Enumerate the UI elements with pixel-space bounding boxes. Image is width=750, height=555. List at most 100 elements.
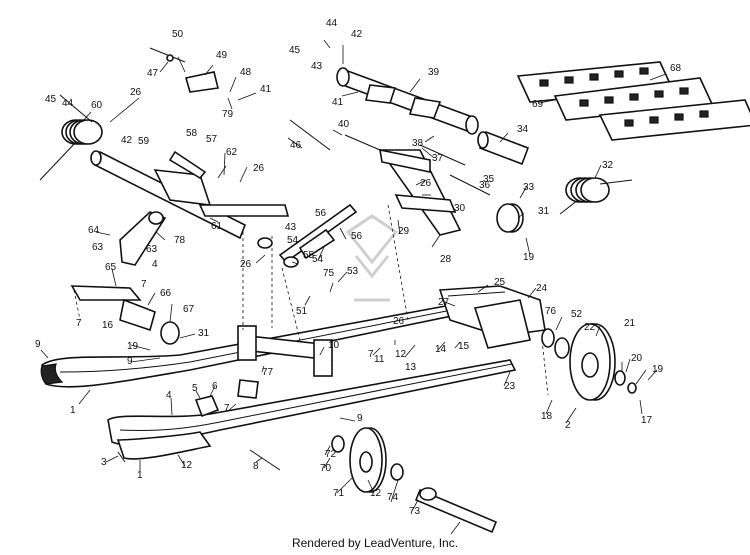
part-callout-44: 44 <box>326 18 338 29</box>
part-callout-51: 51 <box>296 306 308 317</box>
part-callout-14: 14 <box>435 344 447 355</box>
part-callout-9: 9 <box>35 339 41 350</box>
rear-arm <box>378 148 462 236</box>
part-callout-53: 53 <box>347 266 359 277</box>
part-callout-7: 7 <box>224 403 230 414</box>
part-callout-73: 73 <box>409 506 421 517</box>
part-callout-4: 4 <box>152 259 158 270</box>
part-callout-41: 41 <box>260 84 272 95</box>
part-callout-31: 31 <box>198 328 210 339</box>
part-callout-31: 31 <box>538 206 550 217</box>
part-callout-71: 71 <box>333 488 345 499</box>
part-callout-36: 36 <box>479 180 491 191</box>
part-callout-26: 26 <box>240 259 252 270</box>
part-callout-2: 2 <box>565 420 571 431</box>
part-callout-23: 23 <box>504 381 516 392</box>
cross-shaft-front <box>237 325 333 377</box>
watermark-logo <box>345 214 399 302</box>
part-callout-28: 28 <box>440 254 452 265</box>
part-callout-56: 56 <box>315 208 327 219</box>
part-callout-15: 15 <box>458 341 470 352</box>
part-callout-63: 63 <box>92 242 104 253</box>
part-callout-5: 5 <box>192 383 198 394</box>
wheel-33 <box>496 203 524 233</box>
rear-idler-bracket <box>438 285 546 349</box>
part-callout-7: 7 <box>368 349 374 360</box>
front-idler-wheel <box>349 427 387 493</box>
part-callout-18: 18 <box>541 411 553 422</box>
block-5-6 <box>194 379 259 418</box>
part-callout-64: 64 <box>88 225 100 236</box>
part-callout-67: 67 <box>183 304 195 315</box>
part-callout-50: 50 <box>172 29 184 40</box>
front-pivot <box>70 285 180 345</box>
part-callout-41: 41 <box>332 97 344 108</box>
part-callout-33: 33 <box>523 182 535 193</box>
footer-credit: Rendered by LeadVenture, Inc. <box>291 536 459 550</box>
shaft-sleeve-34 <box>477 130 530 166</box>
part-callout-65: 65 <box>105 262 117 273</box>
part-callout-54: 54 <box>312 254 324 265</box>
part-callout-46: 46 <box>290 140 302 151</box>
part-callout-39: 39 <box>428 67 440 78</box>
part-callout-63: 63 <box>146 244 158 255</box>
part-callout-69: 69 <box>532 99 544 110</box>
part-callout-27: 27 <box>438 297 450 308</box>
part-callout-55: 55 <box>303 250 315 261</box>
right-torsion-spring <box>559 177 633 215</box>
part-callout-9: 9 <box>127 356 133 367</box>
part-callout-68: 68 <box>670 63 682 74</box>
idler-axle <box>331 435 498 534</box>
part-callout-59: 59 <box>138 136 150 147</box>
part-callout-75: 75 <box>323 268 335 279</box>
part-callout-26: 26 <box>253 163 265 174</box>
part-callout-45: 45 <box>45 94 57 105</box>
part-callout-57: 57 <box>206 134 218 145</box>
part-callout-30: 30 <box>454 203 466 214</box>
left-torsion-spring <box>39 94 103 181</box>
part-callout-11: 11 <box>374 354 385 365</box>
part-callout-12: 12 <box>370 488 382 499</box>
part-callout-17: 17 <box>641 415 653 426</box>
part-callout-70: 70 <box>320 463 332 474</box>
part-callout-40: 40 <box>338 119 350 130</box>
part-callout-76: 76 <box>545 306 557 317</box>
part-callout-38: 38 <box>412 138 424 149</box>
part-callout-22: 22 <box>584 322 596 333</box>
part-callout-43: 43 <box>285 222 297 233</box>
part-callout-34: 34 <box>517 124 529 135</box>
rear-idler-wheel <box>569 323 616 401</box>
part-callout-26: 26 <box>393 316 405 327</box>
leader-lines <box>40 39 667 535</box>
part-callout-29: 29 <box>398 226 410 237</box>
part-callout-42: 42 <box>121 135 133 146</box>
part-callout-9: 9 <box>357 413 363 424</box>
part-callout-62: 62 <box>226 147 238 158</box>
part-callout-19: 19 <box>523 252 535 263</box>
part-callout-1: 1 <box>137 470 143 481</box>
part-callout-10: 10 <box>328 340 340 351</box>
part-callout-6: 6 <box>212 381 218 392</box>
part-callout-32: 32 <box>602 160 614 171</box>
part-callout-43: 43 <box>311 61 323 72</box>
part-callout-66: 66 <box>160 288 172 299</box>
part-callout-13: 13 <box>405 362 417 373</box>
part-callout-79: 79 <box>222 109 234 120</box>
part-callout-24: 24 <box>536 283 548 294</box>
track-clips <box>516 61 750 141</box>
part-callout-26: 26 <box>420 178 432 189</box>
part-callout-12: 12 <box>395 349 407 360</box>
part-callout-61: 61 <box>211 221 223 232</box>
part-callout-42: 42 <box>351 29 363 40</box>
part-callout-54: 54 <box>287 235 299 246</box>
part-callout-35: 35 <box>483 174 495 185</box>
part-callout-16: 16 <box>102 320 114 331</box>
part-callout-44: 44 <box>62 98 74 109</box>
part-callout-56: 56 <box>351 231 363 242</box>
front-link-78 <box>119 211 167 266</box>
part-callout-8: 8 <box>253 461 259 472</box>
small-hardware <box>117 47 491 471</box>
